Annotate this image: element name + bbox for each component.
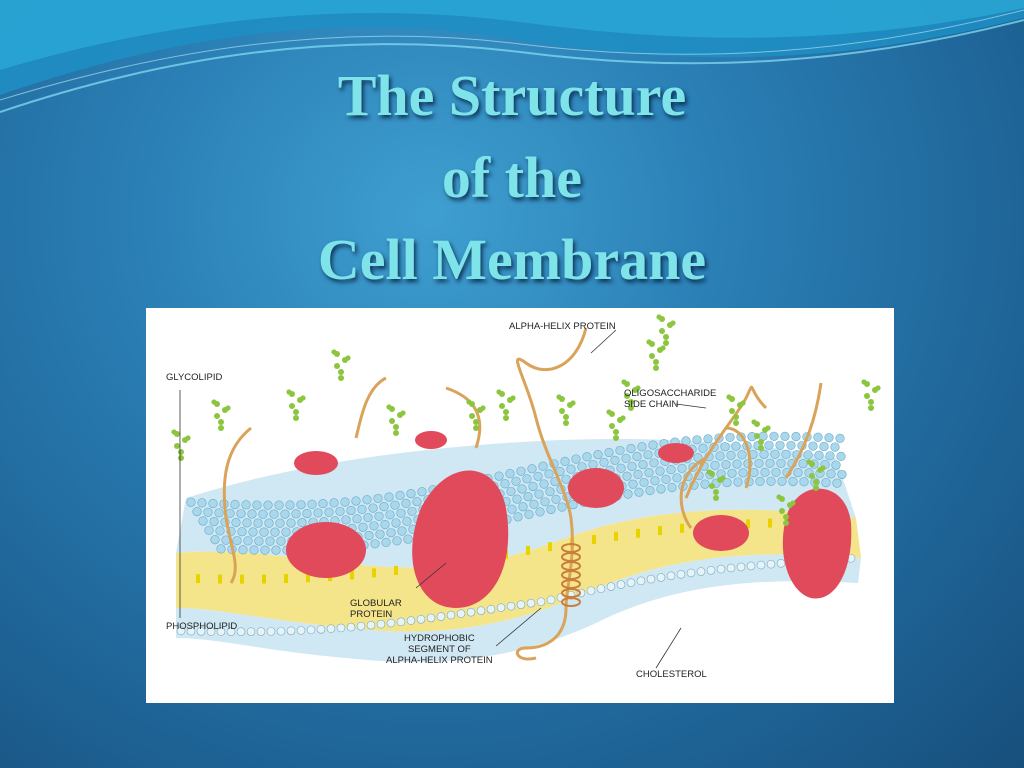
label-phospholipid: PHOSPHOLIPID (166, 621, 238, 632)
label-hydrophobic-line-1: HYDROPHOBIC (403, 633, 475, 644)
globular-protein (658, 443, 694, 463)
slide-title: The Structure of the Cell Membrane (0, 55, 1024, 301)
globular-protein (286, 522, 366, 578)
globular-protein (412, 470, 509, 608)
alpha-helix-strands (222, 327, 823, 661)
globular-protein (294, 451, 338, 475)
title-line-1: The Structure (337, 63, 687, 128)
globular-proteins (286, 431, 852, 608)
label-globular-protein: GLOBULAR PROTEIN (350, 598, 402, 620)
globular-protein (415, 431, 447, 449)
cell-membrane-diagram: GLYCOLIPID PHOSPHOLIPID ALPHA-HELIX PROT… (146, 308, 894, 703)
globular-protein (782, 488, 852, 599)
label-oligosaccharide: OLIGOSACCHARIDE SIDE CHAIN (624, 388, 716, 410)
label-alpha-helix-protein: ALPHA-HELIX PROTEIN (509, 321, 616, 332)
label-glycolipid: GLYCOLIPID (166, 372, 223, 383)
membrane-illustration (171, 314, 881, 669)
globular-protein (693, 515, 749, 551)
label-cholesterol: CHOLESTEROL (636, 669, 707, 680)
label-hydrophobic-line-3: ALPHA-HELIX PROTEIN (386, 655, 493, 666)
label-globular-line-1: GLOBULAR (350, 598, 402, 609)
label-oligosaccharide-line-1: OLIGOSACCHARIDE (624, 388, 717, 399)
oligosaccharide-chains (171, 314, 881, 526)
globular-protein (568, 468, 624, 508)
label-leader-lines (179, 329, 707, 669)
hydrophobic-helix-segment (561, 543, 581, 607)
title-line-3: Cell Membrane (317, 227, 707, 292)
label-hydrophobic-segment: HYDROPHOBIC SEGMENT OF ALPHA-HELIX PROTE… (386, 633, 493, 666)
title-line-2: of the (441, 145, 583, 210)
label-oligosaccharide-line-2: SIDE CHAIN (624, 399, 679, 410)
label-hydrophobic-line-2: SEGMENT OF (408, 644, 471, 655)
label-globular-line-2: PROTEIN (350, 609, 393, 620)
header-wave-decoration (0, 0, 1024, 113)
